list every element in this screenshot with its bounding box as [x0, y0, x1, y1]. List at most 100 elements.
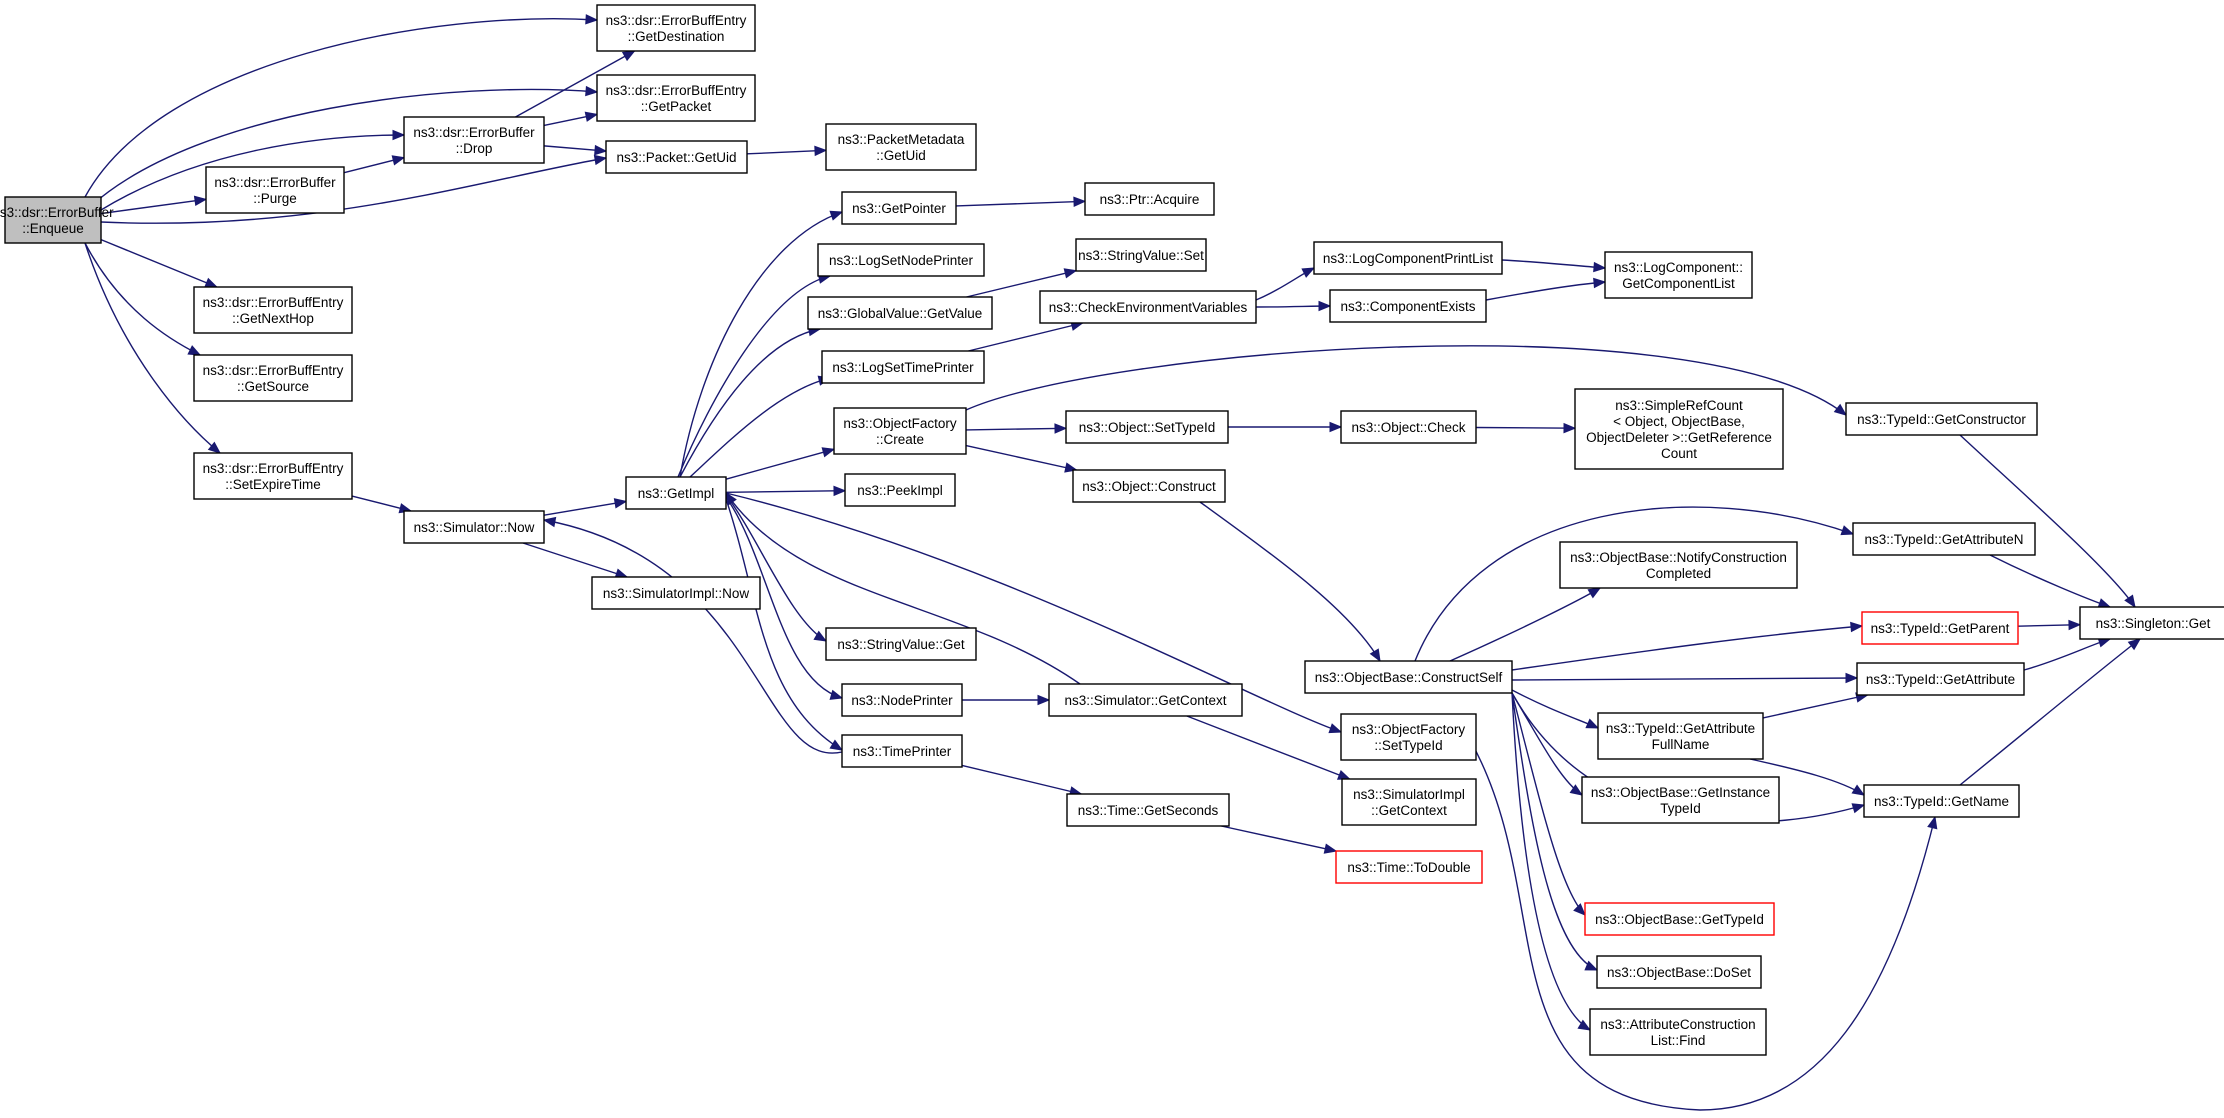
node-compexists[interactable]: ns3::ComponentExists — [1329, 289, 1487, 323]
edge-arrowhead — [1329, 421, 1343, 433]
node-lognode[interactable]: ns3::LogSetNodePrinter — [817, 243, 985, 277]
node-peekimpl[interactable]: ns3::PeekImpl — [844, 473, 956, 507]
edge-tidgetparent-to-singletonget — [2017, 619, 2082, 631]
node-source[interactable]: ns3::dsr::ErrorBuffEntry::GetSource — [193, 354, 353, 402]
node-box — [2079, 606, 2224, 640]
edge-line — [1511, 689, 1599, 729]
edge-line — [961, 764, 1082, 795]
edge-purge-to-drop — [343, 155, 406, 174]
edge-arrowhead — [391, 155, 406, 166]
node-ofcreate[interactable]: ns3::ObjectFactory::Create — [833, 407, 967, 455]
edge-line — [515, 50, 635, 118]
edge-tidgetattr-to-singletonget — [2023, 637, 2112, 671]
node-getdest[interactable]: ns3::dsr::ErrorBuffEntry::GetDestination — [596, 4, 756, 52]
node-label-line: ns3::NodePrinter — [851, 693, 953, 708]
edge-timesec-to-timetodouble — [1221, 825, 1338, 854]
node-drop[interactable]: ns3::dsr::ErrorBuffer::Drop — [403, 116, 545, 164]
edge-line — [746, 149, 827, 155]
node-timesec[interactable]: ns3::Time::GetSeconds — [1066, 793, 1230, 827]
node-getimpl[interactable]: ns3::GetImpl — [625, 476, 727, 510]
node-box — [825, 627, 977, 661]
edge-checkenv-to-compexists — [1255, 300, 1332, 312]
node-label-line: ns3::Object::Check — [1351, 420, 1465, 435]
node-obnotify[interactable]: ns3::ObjectBase::NotifyConstructionCompl… — [1559, 541, 1798, 589]
edge-ofcreate-to-objconstruct — [965, 444, 1078, 473]
edge-arrowhead — [2124, 594, 2136, 609]
edge-line — [2023, 638, 2111, 671]
node-logcpl[interactable]: ns3::LogComponentPrintList — [1313, 241, 1503, 275]
node-tidgetname[interactable]: ns3::TypeId::GetName — [1863, 784, 2020, 818]
node-tidgetattr[interactable]: ns3::TypeId::GetAttribute — [1856, 662, 2025, 696]
edge-arrowhead — [585, 14, 599, 25]
node-objconstruct[interactable]: ns3::Object::Construct — [1072, 469, 1226, 503]
node-timetodouble[interactable]: ns3::Time::ToDouble — [1335, 850, 1483, 884]
node-objcheck[interactable]: ns3::Object::Check — [1340, 410, 1477, 444]
edge-arrowhead — [613, 498, 628, 509]
node-timeprinter[interactable]: ns3::TimePrinter — [841, 734, 963, 768]
edge-ofcreate-to-tidgetctor — [965, 345, 1848, 416]
node-tidgetparent[interactable]: ns3::TypeId::GetParent — [1861, 611, 2019, 645]
node-svget[interactable]: ns3::StringValue::Get — [825, 627, 977, 661]
edge-arrowhead — [204, 277, 218, 288]
edge-enqueue-to-getdest — [84, 14, 599, 198]
edge-simnow-to-getimpl — [543, 498, 628, 516]
edge-getimpl-to-peekimpl — [725, 485, 847, 497]
edge-arrowhead — [1328, 723, 1343, 734]
node-purge[interactable]: ns3::dsr::ErrorBuffer::Purge — [205, 166, 345, 214]
node-tidgetctor[interactable]: ns3::TypeId::GetConstructor — [1845, 402, 2038, 436]
node-objsettid[interactable]: ns3::Object::SetTypeId — [1065, 410, 1229, 444]
node-simimplctx[interactable]: ns3::SimulatorImpl::GetContext — [1341, 778, 1477, 826]
edge-arrowhead — [585, 85, 599, 97]
edge-line — [1501, 259, 1606, 269]
node-singletonget[interactable]: ns3::Singleton::Get — [2079, 606, 2224, 640]
node-box — [625, 476, 727, 510]
edge-line — [725, 498, 843, 751]
node-label-line: ns3::LogSetNodePrinter — [829, 253, 974, 268]
node-label-line: ::Create — [876, 432, 924, 447]
node-setexpire[interactable]: ns3::dsr::ErrorBuffEntry::SetExpireTime — [193, 452, 353, 500]
node-pktuid[interactable]: ns3::Packet::GetUid — [605, 140, 748, 174]
node-obgettid[interactable]: ns3::ObjectBase::GetTypeId — [1584, 902, 1775, 936]
node-lcgcl[interactable]: ns3::LogComponent::GetComponentList — [1604, 251, 1753, 299]
node-ptracq[interactable]: ns3::Ptr::Acquire — [1084, 182, 1215, 216]
node-label-line: GetComponentList — [1622, 276, 1735, 291]
node-label-line: ns3::GlobalValue::GetValue — [818, 306, 983, 321]
node-obconstructself[interactable]: ns3::ObjectBase::ConstructSelf — [1304, 660, 1513, 694]
node-nodeprinter[interactable]: ns3::NodePrinter — [841, 683, 963, 717]
node-srcref[interactable]: ns3::SimpleRefCount< Object, ObjectBase,… — [1574, 388, 1784, 470]
node-getpointer[interactable]: ns3::GetPointer — [841, 191, 957, 225]
edge-line — [84, 18, 598, 198]
node-label-line: ns3::TypeId::GetName — [1874, 794, 2009, 809]
node-ofsettid[interactable]: ns3::ObjectFactory::SetTypeId — [1340, 713, 1477, 761]
edge-getimpl-to-ofsettid — [725, 492, 1343, 734]
node-label-line: ::SetExpireTime — [225, 477, 321, 492]
node-label-line: ns3::ObjectFactory — [843, 416, 957, 431]
edge-line — [1475, 426, 1576, 429]
node-simimplnow[interactable]: ns3::SimulatorImpl::Now — [591, 576, 761, 610]
node-pmuid[interactable]: ns3::PacketMetadata::GetUid — [825, 123, 977, 171]
node-checkenv[interactable]: ns3::CheckEnvironmentVariables — [1039, 290, 1257, 324]
edge-arrowhead — [1850, 621, 1864, 633]
node-label-line: ns3::LogComponent:: — [1614, 260, 1743, 275]
node-getpacket[interactable]: ns3::dsr::ErrorBuffEntry::GetPacket — [596, 74, 756, 122]
node-gvget[interactable]: ns3::GlobalValue::GetValue — [807, 296, 993, 330]
edge-arrowhead — [1037, 694, 1051, 706]
edge-getimpl-to-nodeprinter — [725, 496, 844, 700]
node-simnow[interactable]: ns3::Simulator::Now — [403, 510, 545, 544]
node-logtime[interactable]: ns3::LogSetTimePrinter — [821, 350, 985, 384]
node-svset[interactable]: ns3::StringValue::Set — [1075, 238, 1207, 272]
node-box — [1596, 955, 1762, 989]
node-enqueue[interactable]: ns3::dsr::ErrorBuffer::Enqueue — [0, 196, 114, 244]
node-tidgetattrn[interactable]: ns3::TypeId::GetAttributeN — [1852, 522, 2036, 556]
edge-arrowhead — [814, 145, 828, 157]
node-nexthop[interactable]: ns3::dsr::ErrorBuffEntry::GetNextHop — [193, 286, 353, 334]
node-obdoset[interactable]: ns3::ObjectBase::DoSet — [1596, 955, 1762, 989]
edge-arrowhead — [207, 441, 222, 454]
node-simgetctx[interactable]: ns3::Simulator::GetContext — [1048, 683, 1243, 717]
edge-line — [689, 377, 831, 478]
node-label-line: ns3::AttributeConstruction — [1600, 1017, 1755, 1032]
node-label-line: ObjectDeleter >::GetReference — [1586, 430, 1772, 445]
